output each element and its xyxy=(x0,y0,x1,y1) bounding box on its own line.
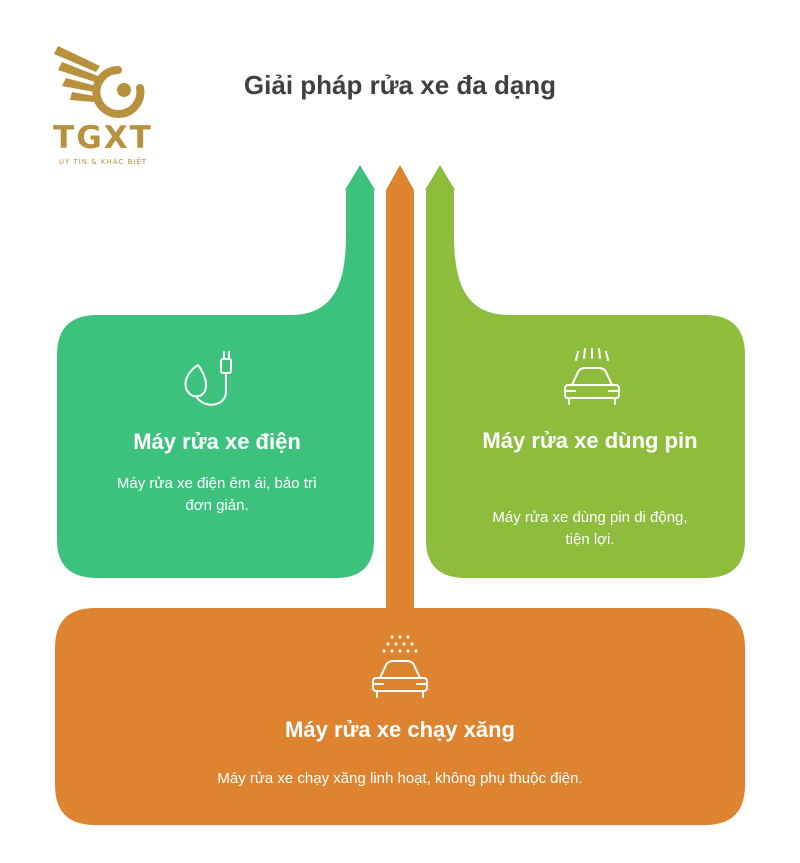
logo: TGXT UY TÍN & KHÁC BIỆT xyxy=(28,36,178,166)
logo-emblem-icon xyxy=(54,46,145,118)
arrow-head-electric xyxy=(345,165,375,190)
card-gasoline-shape xyxy=(55,190,745,825)
arrow-head-battery xyxy=(425,165,455,190)
arrow-head-gasoline xyxy=(386,165,414,190)
card-electric-description: Máy rửa xe điện êm ái, bảo trì đơn giản. xyxy=(116,475,318,514)
car-wash-droplets-icon xyxy=(372,635,428,698)
page-title: Giải pháp rửa xe đa dạng xyxy=(243,70,557,100)
logo-tagline: UY TÍN & KHÁC BIỆT xyxy=(58,158,148,166)
card-gasoline-title: Máy rửa xe chạy xăng xyxy=(285,717,515,742)
card-battery-title: Máy rửa xe dùng pin xyxy=(482,428,698,453)
card-electric-title: Máy rửa xe điện xyxy=(133,429,301,454)
logo-text: TGXT xyxy=(53,120,153,156)
plug-leaf-icon xyxy=(184,351,232,406)
card-electric-shape xyxy=(57,190,374,578)
car-wash-spray-icon xyxy=(564,348,620,405)
card-gasoline-description: Máy rửa xe chạy xăng linh hoạt, không ph… xyxy=(217,770,583,787)
card-battery-description: Máy rửa xe dùng pin di động, tiện lợi. xyxy=(492,509,688,548)
